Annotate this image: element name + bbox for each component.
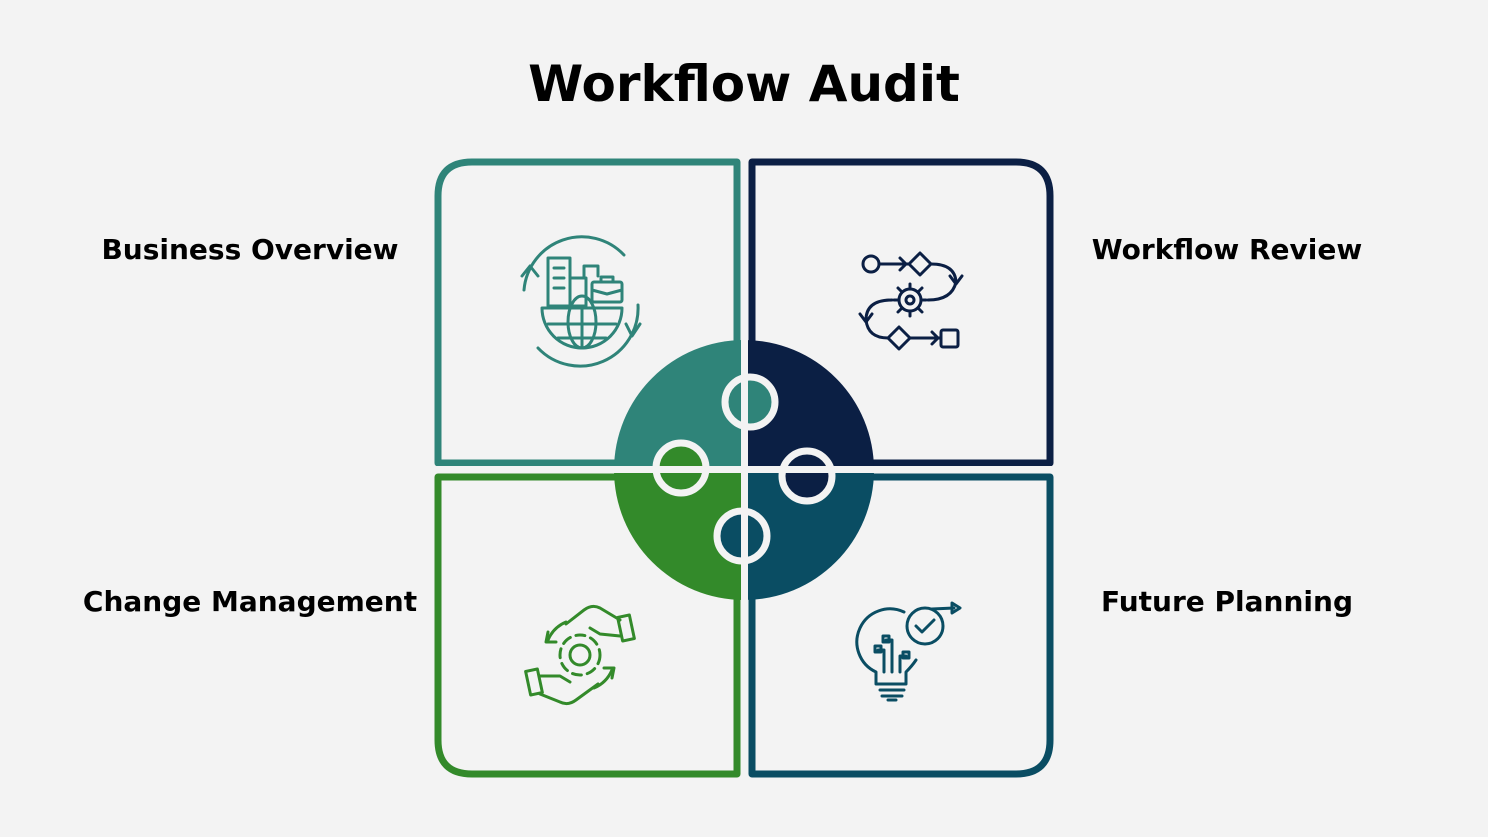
frame-future-planning (748, 473, 1054, 778)
puzzle-knob-right (721, 373, 779, 431)
puzzle-piece-teal (614, 340, 744, 470)
label-workflow-review: Workflow Review (1091, 233, 1363, 266)
label-future-planning: Future Planning (1101, 585, 1353, 618)
puzzle-piece-petrol (744, 470, 874, 600)
workflow-process-icon (858, 251, 964, 351)
divider-horizontal (425, 466, 1065, 473)
page-title: Workflow Audit (528, 55, 960, 113)
hands-gear-icon (524, 604, 636, 706)
frame-workflow-review (748, 158, 1054, 467)
label-business-overview: Business Overview (101, 233, 399, 266)
business-globe-icon (520, 235, 642, 368)
puzzle-piece-navy (744, 340, 874, 470)
frame-business-overview (434, 158, 741, 467)
puzzle-piece-green (614, 470, 744, 600)
lightbulb-clock-icon (855, 601, 962, 702)
label-change-management: Change Management (82, 585, 418, 618)
puzzle-knob-bottom (778, 447, 836, 505)
frame-change-management (434, 473, 741, 778)
